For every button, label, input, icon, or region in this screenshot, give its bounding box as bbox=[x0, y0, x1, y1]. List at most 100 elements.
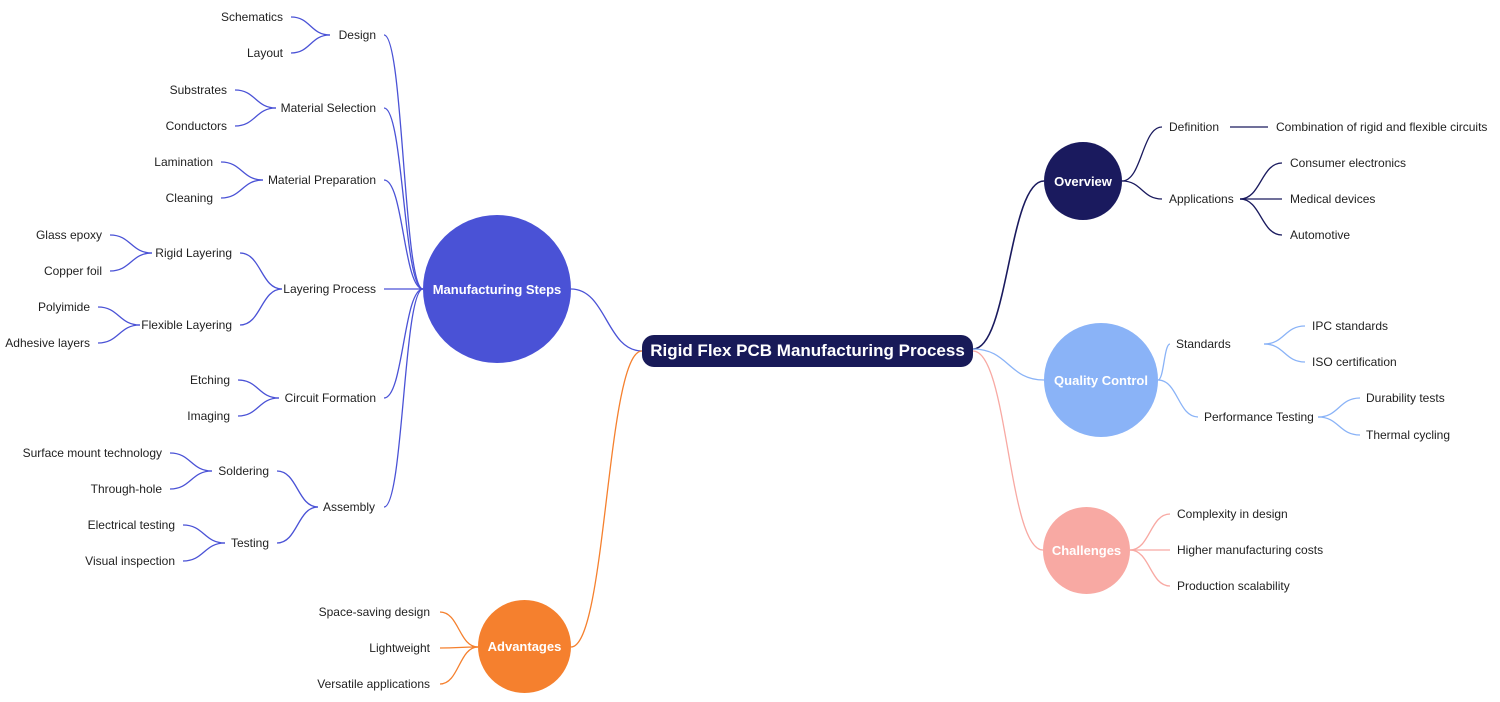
connector-line bbox=[97, 306, 141, 326]
step-design-node[interactable]: Design bbox=[338, 28, 376, 42]
quality-performance-node[interactable]: Performance Testing bbox=[1204, 410, 1314, 424]
rigid-layering-item[interactable]: Copper foil bbox=[43, 264, 102, 278]
connector-line bbox=[972, 180, 1045, 350]
connector-line bbox=[220, 161, 264, 181]
connector-line bbox=[169, 470, 213, 490]
connector-line bbox=[1129, 549, 1171, 587]
quality-control-node[interactable]: Quality Control bbox=[1044, 323, 1158, 437]
overview-label: Overview bbox=[1054, 173, 1112, 189]
performance-item[interactable]: Durability tests bbox=[1366, 391, 1445, 405]
material-preparation-item[interactable]: Lamination bbox=[154, 155, 213, 169]
manufacturing-steps-label: Manufacturing Steps bbox=[432, 281, 562, 297]
testing-item[interactable]: Visual inspection bbox=[85, 554, 175, 568]
material-selection-item[interactable]: Conductors bbox=[165, 119, 227, 133]
advantages-label: Advantages bbox=[487, 639, 562, 654]
connector-line bbox=[383, 107, 424, 290]
overview-definition-node[interactable]: Definition bbox=[1169, 120, 1220, 134]
connector-line bbox=[239, 288, 283, 326]
challenge-item[interactable]: Complexity in design bbox=[1177, 507, 1288, 521]
rigid-layering-item[interactable]: Glass epoxy bbox=[35, 228, 102, 242]
connector-line bbox=[1239, 162, 1283, 200]
standard-item[interactable]: IPC standards bbox=[1312, 319, 1389, 333]
challenges-label: Challenges bbox=[1051, 543, 1122, 558]
connector-line bbox=[1121, 180, 1163, 200]
root-node[interactable]: Rigid Flex PCB Manufacturing Process bbox=[642, 335, 973, 367]
connector-line bbox=[276, 506, 319, 544]
connector-line bbox=[1239, 198, 1283, 236]
rigid-layering-node[interactable]: Rigid Layering bbox=[155, 246, 232, 260]
connector-line bbox=[1263, 325, 1306, 345]
connector-line bbox=[239, 252, 283, 290]
connector-line bbox=[383, 288, 424, 399]
overview-applications-node[interactable]: Applications bbox=[1169, 192, 1234, 206]
material-selection-item[interactable]: Substrates bbox=[169, 83, 227, 97]
challenge-item[interactable]: Production scalability bbox=[1177, 579, 1290, 593]
step-assembly-node[interactable]: Assembly bbox=[322, 500, 375, 514]
connector-line bbox=[290, 16, 331, 36]
connector-line bbox=[972, 350, 1044, 551]
connector-line bbox=[237, 379, 280, 399]
connector-line bbox=[290, 34, 331, 54]
advantage-item[interactable]: Versatile applications bbox=[317, 677, 430, 691]
flexible-layering-node[interactable]: Flexible Layering bbox=[141, 318, 232, 332]
soldering-item[interactable]: Surface mount technology bbox=[22, 446, 162, 460]
connector-line bbox=[1317, 416, 1361, 436]
testing-node[interactable]: Testing bbox=[230, 536, 269, 550]
overview-node[interactable]: Overview bbox=[1044, 142, 1122, 220]
connector-line bbox=[276, 470, 319, 508]
connector-line bbox=[383, 34, 424, 290]
soldering-item[interactable]: Through-hole bbox=[90, 482, 162, 496]
manufacturing-steps-node[interactable]: Manufacturing Steps bbox=[423, 215, 571, 363]
design-item[interactable]: Schematics bbox=[220, 10, 283, 24]
challenge-item[interactable]: Higher manufacturing costs bbox=[1177, 543, 1324, 557]
application-item[interactable]: Automotive bbox=[1290, 228, 1351, 242]
advantages-node[interactable]: Advantages bbox=[478, 600, 571, 693]
connector-line bbox=[97, 324, 141, 344]
step-material-selection-node[interactable]: Material Selection bbox=[280, 101, 376, 115]
circuit-formation-item[interactable]: Imaging bbox=[187, 409, 230, 423]
overview-definition-text[interactable]: Combination of rigid and flexible circui… bbox=[1276, 120, 1488, 134]
performance-item[interactable]: Thermal cycling bbox=[1366, 428, 1451, 442]
connector-line bbox=[439, 646, 479, 685]
connector-line bbox=[234, 107, 277, 127]
standard-item[interactable]: ISO certification bbox=[1312, 355, 1397, 369]
step-layering-process-node[interactable]: Layering Process bbox=[283, 282, 376, 296]
connector-line bbox=[109, 252, 153, 272]
challenges-node[interactable]: Challenges bbox=[1043, 507, 1130, 594]
flexible-layering-item[interactable]: Polyimide bbox=[37, 300, 90, 314]
connector-line bbox=[972, 348, 1045, 381]
connector-line bbox=[182, 542, 226, 562]
connector-line bbox=[169, 452, 213, 472]
connector-line bbox=[1263, 343, 1306, 363]
connector-line bbox=[439, 611, 479, 648]
connector-line bbox=[1157, 379, 1199, 418]
quality-standards-node[interactable]: Standards bbox=[1176, 337, 1231, 351]
connector-line bbox=[220, 179, 264, 199]
connector-line bbox=[234, 89, 277, 109]
material-preparation-item[interactable]: Cleaning bbox=[165, 191, 213, 205]
step-circuit-formation-node[interactable]: Circuit Formation bbox=[284, 391, 376, 405]
advantage-item[interactable]: Lightweight bbox=[369, 641, 430, 655]
connector-line bbox=[570, 350, 643, 648]
connector-line bbox=[237, 397, 280, 417]
connector-line bbox=[570, 288, 643, 352]
design-item[interactable]: Layout bbox=[246, 46, 283, 60]
connector-line bbox=[383, 179, 424, 290]
circuit-formation-item[interactable]: Etching bbox=[189, 373, 230, 387]
connector-line bbox=[1121, 126, 1163, 182]
advantage-item[interactable]: Space-saving design bbox=[318, 605, 430, 619]
soldering-node[interactable]: Soldering bbox=[218, 464, 269, 478]
application-item[interactable]: Consumer electronics bbox=[1290, 156, 1407, 170]
connector-line bbox=[1317, 397, 1361, 418]
application-item[interactable]: Medical devices bbox=[1290, 192, 1376, 206]
connector-line bbox=[383, 288, 424, 508]
connector-line bbox=[109, 234, 153, 254]
connector-line bbox=[1129, 513, 1171, 551]
connector-line bbox=[182, 524, 226, 544]
flexible-layering-item[interactable]: Adhesive layers bbox=[5, 336, 90, 350]
connector-line bbox=[1157, 343, 1171, 381]
step-material-preparation-node[interactable]: Material Preparation bbox=[267, 173, 376, 187]
testing-item[interactable]: Electrical testing bbox=[87, 518, 175, 532]
